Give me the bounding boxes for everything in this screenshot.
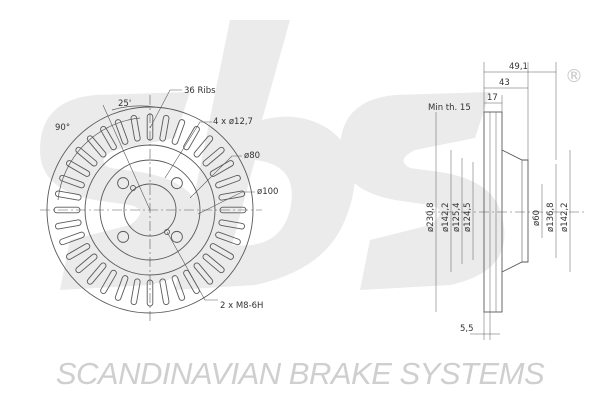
dia-hub-label: ø136,8 [546, 202, 556, 232]
bolt-hole [117, 177, 130, 190]
cooling-rib [75, 146, 98, 167]
cooling-rib [202, 253, 225, 274]
hat-section [501, 149, 529, 273]
cooling-rib [171, 119, 186, 145]
cooling-rib [114, 119, 129, 145]
cooling-rib [130, 278, 141, 306]
rib-angle-label: 25' [118, 99, 131, 109]
thread-hole-top [130, 185, 136, 191]
cooling-rib [218, 190, 246, 201]
cooling-rib [193, 262, 214, 285]
flange-label: 5,5 [460, 324, 474, 334]
cooling-rib [209, 243, 234, 260]
sbs-watermark [40, 20, 505, 290]
bolt-hole [117, 230, 130, 243]
ribs-label: 36 Ribs [184, 86, 216, 96]
cooling-rib [159, 114, 170, 142]
cooling-rib [59, 174, 85, 189]
dia-outer-label: ø230,8 [426, 202, 436, 232]
cooling-rib [171, 275, 186, 301]
cooling-rib [54, 219, 82, 230]
cooling-rib [100, 269, 117, 294]
cooling-rib [193, 135, 214, 158]
dia-hat-right-label: ø142,2 [560, 202, 570, 232]
cooling-rib [59, 231, 85, 246]
hub-label: ø100 [257, 187, 278, 197]
min-thickness-label: Min th. 15 [428, 103, 471, 113]
cooling-rib [183, 126, 200, 151]
brand-footer: SCANDINAVIAN BRAKE SYSTEMS [55, 356, 545, 391]
dia-inner-a-label: ø125,4 [452, 202, 462, 232]
cooling-rib [215, 231, 241, 246]
cooling-rib [75, 253, 98, 274]
side-view [425, 62, 585, 340]
cooling-rib [215, 174, 241, 189]
cooling-rib [114, 275, 129, 301]
registered-mark: ® [565, 66, 583, 87]
dia-hat-label: ø142,2 [441, 202, 451, 232]
bolt-holes [117, 177, 183, 243]
cooling-rib [209, 160, 234, 177]
cooling-rib [54, 190, 82, 201]
threads-label: 2 x M8-6H [220, 301, 263, 311]
cooling-rib [86, 262, 107, 285]
cooling-rib [159, 278, 170, 306]
side-view-labels: 49,1 43 Min th. 15 17 5,5 ø230,8 ø142,2 … [426, 62, 570, 334]
thickness-label: 17 [487, 93, 498, 103]
front-view-labels: 36 Ribs 25' 90° 4 x ø12,7 ø80 ø100 2 x M… [55, 86, 278, 311]
cooling-rib [202, 146, 225, 167]
pcd-label: ø80 [244, 151, 260, 161]
cooling-rib [218, 219, 246, 230]
dia-inner-b-label: ø124,5 [463, 202, 473, 232]
cooling-ribs [53, 113, 247, 307]
bolt-holes-label: 4 x ø12,7 [213, 117, 253, 127]
front-view [40, 89, 262, 322]
total-width-label: 49,1 [509, 62, 528, 72]
right-angle-label: 90° [55, 123, 70, 133]
cooling-rib [130, 114, 141, 142]
dia-bore-label: ø60 [532, 210, 542, 226]
bolt-hole [170, 230, 183, 243]
hub-depth-label: 43 [499, 78, 510, 88]
bolt-hole [170, 177, 183, 190]
cooling-rib [66, 243, 91, 260]
cooling-rib [86, 135, 107, 158]
cooling-rib [100, 126, 117, 151]
thread-hole-bottom [164, 229, 170, 235]
cooling-rib [66, 160, 91, 177]
